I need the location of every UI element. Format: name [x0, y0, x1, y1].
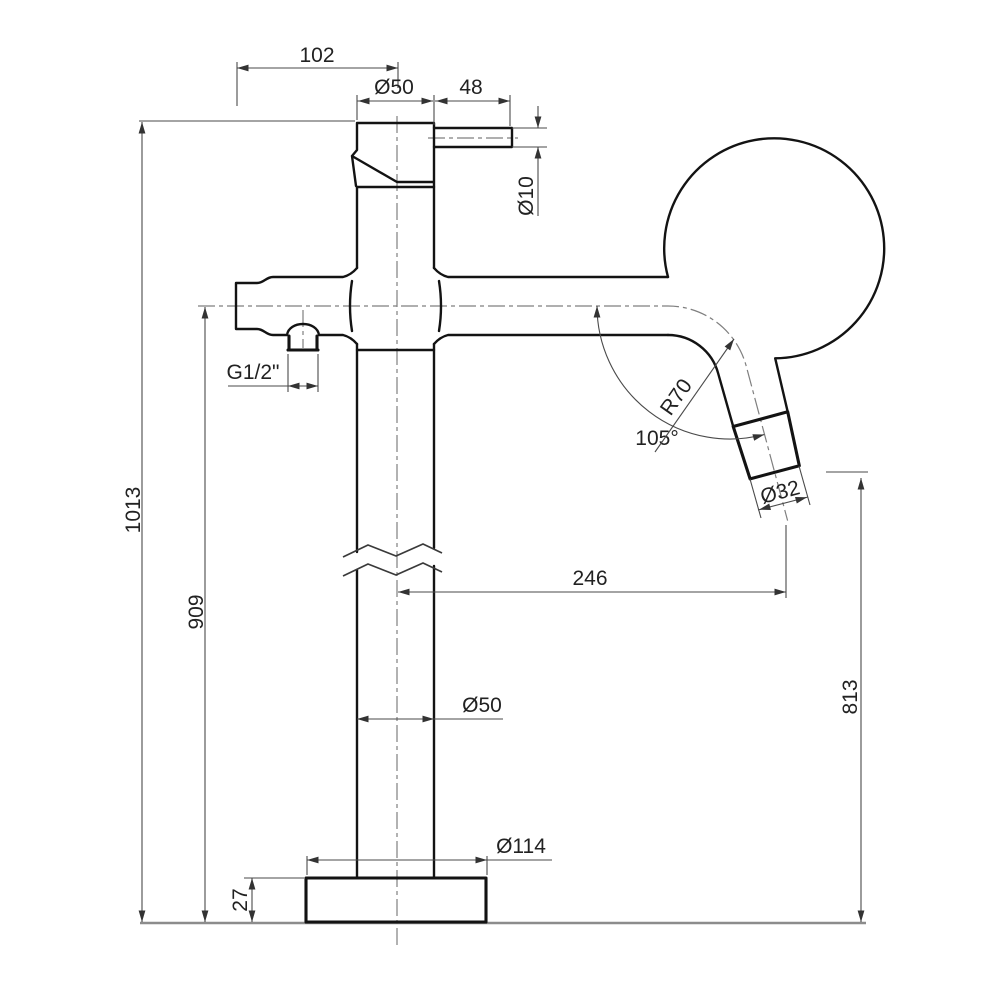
dim-label-spout-reach: 246 [572, 567, 607, 590]
spout-bend [663, 137, 886, 428]
upper-column [355, 185, 436, 270]
dimension-body-diameter: Ø50 [356, 76, 435, 125]
dim-label-spout-centerline-height: 909 [185, 594, 208, 629]
break-line-upper [342, 543, 443, 558]
centerlines [198, 116, 789, 947]
dim-label-total-height: 1013 [122, 487, 145, 534]
dim-label-body-diameter: Ø50 [374, 76, 414, 99]
dim-label-spout-angle: 105° [635, 427, 678, 450]
dimension-inlet-thread: G1/2" [227, 354, 319, 392]
lower-column [355, 342, 436, 880]
dim-label-lever-length: 48 [459, 76, 482, 99]
dim-label-base-diameter: Ø114 [496, 835, 546, 858]
spout-centerline [198, 305, 789, 521]
faucet-outline [234, 121, 886, 924]
dimension-handle-offset: 102 [236, 44, 399, 106]
angle-arc [596, 305, 765, 440]
spout-nozzle-tip [731, 410, 801, 481]
break-line-lower [342, 562, 443, 577]
dimension-base-plate-height: 27 [229, 877, 304, 922]
dim-label-handle-offset: 102 [299, 44, 334, 67]
dimension-spout-reach: 246 [398, 525, 787, 598]
break-symbol [342, 543, 443, 577]
dimension-lever-diameter: Ø10 [512, 106, 547, 216]
dim-label-inlet-thread: G1/2" [227, 361, 280, 384]
dim-label-lever-diameter: Ø10 [515, 176, 538, 216]
dimension-outlet-height: 813 [826, 471, 868, 922]
radius-leader-line [654, 338, 735, 453]
dimension-lever-length: 48 [435, 76, 511, 126]
extension-line [798, 465, 811, 506]
inlet-nipple [286, 334, 320, 352]
dimension-spout-centerline-height: 909 [185, 307, 209, 922]
dimension-base-diameter: Ø114 [306, 835, 552, 875]
dimension-column-diameter: Ø50 [357, 694, 503, 723]
dimension-outlet-diameter: Ø32 [749, 465, 811, 519]
dimension-total-height: 1013 [122, 120, 355, 922]
dim-label-column-diameter: Ø50 [462, 694, 502, 717]
extension-line [749, 478, 762, 519]
base-plate [304, 876, 488, 924]
handshower-outlet-port [234, 266, 359, 346]
lever-rod [432, 126, 514, 149]
dim-label-base-plate-height: 27 [229, 888, 252, 911]
junction [355, 266, 670, 352]
dim-label-outlet-height: 813 [839, 679, 862, 714]
junction-fillet-curves [348, 279, 443, 333]
